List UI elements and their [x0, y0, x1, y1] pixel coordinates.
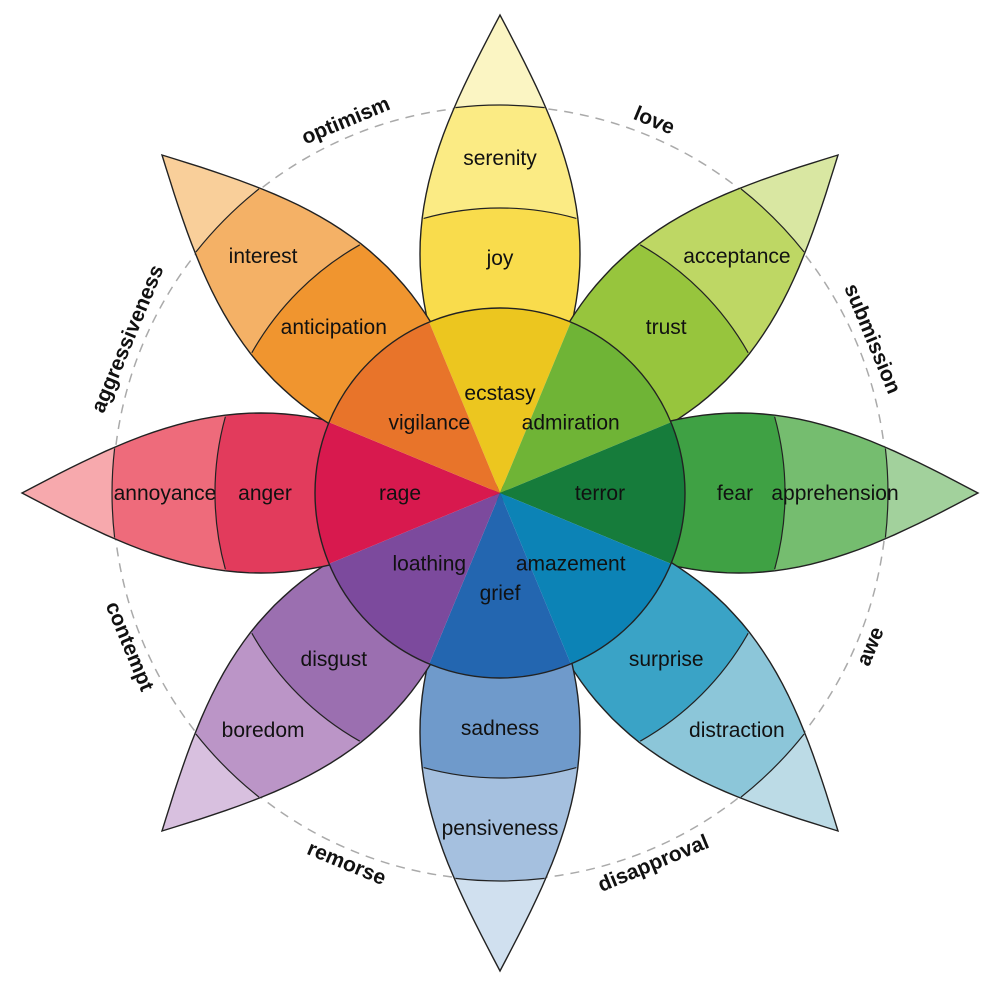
emotion-label-serenity: serenity [463, 147, 537, 170]
center-layer [314, 307, 686, 679]
core-wedge-sadness [429, 493, 571, 678]
emotion-label-loathing: loathing [393, 553, 467, 576]
emotion-label-distraction: distraction [689, 719, 785, 742]
emotion-label-vigilance: vigilance [388, 411, 470, 434]
dyad-label-awe: awe [852, 624, 888, 669]
emotion-label-terror: terror [575, 482, 625, 505]
core-wedge-joy [429, 308, 571, 493]
dyad-label-optimism: optimism [298, 92, 393, 149]
emotion-label-trust: trust [646, 316, 687, 339]
emotion-label-anticipation: anticipation [281, 316, 387, 339]
dyad-label-remorse: remorse [304, 837, 389, 890]
core-wedge-trust [500, 322, 671, 493]
emotion-label-acceptance: acceptance [683, 245, 790, 268]
petal-trust-divider [639, 244, 749, 354]
petal-disgust-divider [251, 632, 361, 742]
emotion-label-disgust: disgust [301, 648, 368, 671]
petal-trust-divider [740, 188, 805, 253]
dyad-label-love: love [630, 102, 678, 139]
labels-layer: serenity joy ecstasy acceptance trust admirat… [114, 147, 899, 840]
emotion-label-admiration: admiration [522, 411, 620, 434]
petal-disgust-divider [195, 733, 260, 798]
dyad-label-submission: submission [839, 281, 905, 398]
core-circle [314, 307, 686, 679]
emotion-label-interest: interest [229, 245, 298, 268]
core-wedge-anger [315, 422, 500, 564]
emotion-label-annoyance: annoyance [114, 482, 217, 505]
emotion-label-pensiveness: pensiveness [442, 817, 559, 840]
dyad-label-disapproval: disapproval [595, 830, 713, 896]
emotion-label-apprehension: apprehension [771, 482, 898, 505]
petal-fear-divider [774, 416, 786, 570]
emotion-label-ecstasy: ecstasy [464, 382, 536, 405]
petal-surprise-divider [740, 733, 805, 798]
petal-surprise-divider [639, 632, 749, 742]
emotion-label-joy: joy [486, 247, 514, 270]
petal-sadness-divider [423, 767, 577, 779]
emotion-label-fear: fear [717, 482, 753, 505]
dyad-label-contempt: contempt [101, 598, 158, 694]
emotion-label-grief: grief [480, 582, 521, 605]
emotion-label-amazement: amazement [516, 553, 626, 576]
emotion-label-rage: rage [379, 482, 421, 505]
core-wedge-fear [500, 422, 685, 564]
petal-joy-divider [455, 104, 545, 109]
dyad-label-aggressiveness: aggressiveness [87, 262, 169, 416]
core-wedge-surprise [500, 493, 671, 664]
emotion-label-boredom: boredom [222, 719, 305, 742]
petal-anger-divider [214, 416, 226, 570]
petal-joy-divider [423, 207, 577, 219]
petal-anger-divider [111, 448, 116, 538]
petal-anticipation-divider [195, 188, 260, 253]
emotion-label-anger: anger [238, 482, 292, 505]
core-wedge-anticipation [329, 322, 500, 493]
emotion-label-sadness: sadness [461, 717, 539, 740]
petal-anticipation-divider [251, 244, 361, 354]
petal-sadness-divider [455, 877, 545, 882]
petal-fear-divider [884, 448, 889, 538]
emotion-label-surprise: surprise [629, 648, 704, 671]
core-wedge-disgust [329, 493, 500, 664]
